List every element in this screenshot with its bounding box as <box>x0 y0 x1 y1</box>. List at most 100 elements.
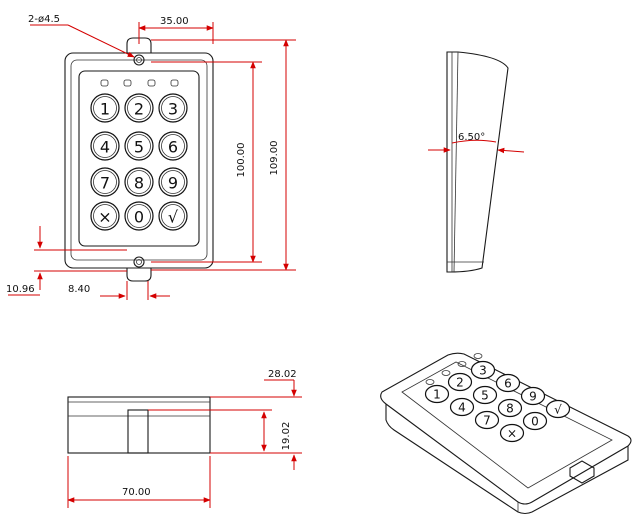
iso-key-outline <box>447 372 473 392</box>
led-indicator <box>170 79 179 87</box>
key-outline <box>124 201 154 231</box>
side-view: 6.50° <box>428 51 525 273</box>
key-inner-ring <box>127 134 151 158</box>
keypad-key[interactable]: 6 <box>158 131 188 161</box>
key-inner-ring <box>127 204 151 228</box>
iso-key-outline <box>522 411 548 431</box>
iso-key-label: × <box>507 427 517 441</box>
key-inner-ring <box>93 170 117 194</box>
keypad-key[interactable]: 8 <box>124 167 154 197</box>
key-label: 4 <box>100 138 110 157</box>
key-inner-ring <box>127 96 151 120</box>
iso-keypad-key: 8 <box>497 398 523 418</box>
keypad-key[interactable]: 3 <box>158 93 188 123</box>
dim-front-depth-label: 19.02 <box>281 422 292 451</box>
iso-keypad-key: 3 <box>470 360 496 380</box>
key-inner-ring <box>93 204 117 228</box>
iso-keypad-key: 1 <box>424 384 450 404</box>
iso-keypad-key: × <box>499 423 525 443</box>
keypad-key[interactable]: 1 <box>90 93 120 123</box>
keypad-key[interactable]: √ <box>158 201 188 231</box>
iso-led <box>473 353 483 359</box>
iso-key-outline <box>545 399 571 419</box>
key-inner-ring <box>93 134 117 158</box>
dim-left-offset-label: 10.96 <box>6 284 35 295</box>
iso-key-label: 1 <box>433 388 441 402</box>
iso-key-label: 9 <box>529 390 537 404</box>
dim-outer-height-label: 109.00 <box>269 141 280 176</box>
bottom-mounting-hole-inner <box>136 259 142 265</box>
key-outline <box>124 93 154 123</box>
key-label: 8 <box>134 174 144 193</box>
key-outline <box>90 131 120 161</box>
key-outline <box>90 167 120 197</box>
iso-keypad-key: 2 <box>447 372 473 392</box>
front-keypad-panel <box>78 70 200 247</box>
key-label: 7 <box>100 174 110 193</box>
front-housing-inner-outline <box>70 59 208 261</box>
keypad-key[interactable]: 4 <box>90 131 120 161</box>
iso-keypad-key: √ <box>545 399 571 419</box>
side-profile <box>446 51 509 273</box>
dim-angle-label: 6.50° <box>458 132 485 143</box>
iso-key-outline <box>474 410 500 430</box>
iso-key-label: 6 <box>504 377 512 391</box>
keypad-key[interactable]: 5 <box>124 131 154 161</box>
iso-key-outline <box>499 423 525 443</box>
iso-key-outline <box>497 398 523 418</box>
front-housing-outline <box>64 52 214 269</box>
iso-key-outline <box>472 385 498 405</box>
bottom-mounting-hole <box>133 256 145 268</box>
key-label: 9 <box>168 174 178 193</box>
iso-keypad-panel <box>401 361 613 489</box>
bottom-mounting-ear <box>126 268 152 282</box>
key-outline <box>90 201 120 231</box>
key-inner-ring <box>161 96 185 120</box>
iso-key-outline <box>520 386 546 406</box>
keypad-key[interactable]: 7 <box>90 167 120 197</box>
bottom-view: 28.02 19.02 70.00 <box>67 369 302 508</box>
dim-inner-height-label: 100.00 <box>236 143 247 178</box>
key-inner-ring <box>161 170 185 194</box>
iso-keypad-key: 5 <box>472 385 498 405</box>
top-mounting-hole <box>133 54 145 66</box>
iso-key-label: 3 <box>479 364 487 378</box>
key-inner-ring <box>161 204 185 228</box>
key-outline <box>158 167 188 197</box>
iso-key-label: 8 <box>506 402 514 416</box>
iso-key-label: 0 <box>531 415 539 429</box>
iso-key-label: 7 <box>483 414 491 428</box>
isometric-view: 123 4 5 6 7 8 9 × 0 √ <box>380 352 632 515</box>
dim-width-label: 70.00 <box>122 487 151 498</box>
dim-total-depth-label: 28.02 <box>268 369 297 380</box>
iso-key-label: 5 <box>481 389 489 403</box>
iso-keypad-key: 7 <box>474 410 500 430</box>
key-inner-ring <box>161 134 185 158</box>
key-outline <box>158 201 188 231</box>
keypad-key[interactable]: 2 <box>124 93 154 123</box>
iso-mounting-slot <box>569 460 595 484</box>
keypad-key[interactable]: 0 <box>124 201 154 231</box>
dim-line-angle <box>497 147 525 154</box>
key-label: × <box>98 208 111 227</box>
bottom-housing-outline <box>67 396 211 454</box>
key-label: 6 <box>168 138 178 157</box>
key-inner-ring <box>127 170 151 194</box>
key-outline <box>158 131 188 161</box>
key-outline <box>124 167 154 197</box>
led-indicator <box>123 79 132 87</box>
keypad-key[interactable]: 9 <box>158 167 188 197</box>
iso-key-outline <box>449 397 475 417</box>
iso-keypad-key: 0 <box>522 411 548 431</box>
led-indicator <box>147 79 156 87</box>
top-mounting-hole-inner <box>136 57 142 63</box>
keypad-key[interactable]: × <box>90 201 120 231</box>
hole-callout-leader <box>67 24 135 58</box>
key-label: 0 <box>134 208 144 227</box>
key-label: 3 <box>168 100 178 119</box>
iso-keypad-key: 9 <box>520 386 546 406</box>
iso-key-label: 4 <box>458 401 466 415</box>
bottom-mounting-tab <box>127 409 149 454</box>
iso-key-label: √ <box>554 403 562 417</box>
